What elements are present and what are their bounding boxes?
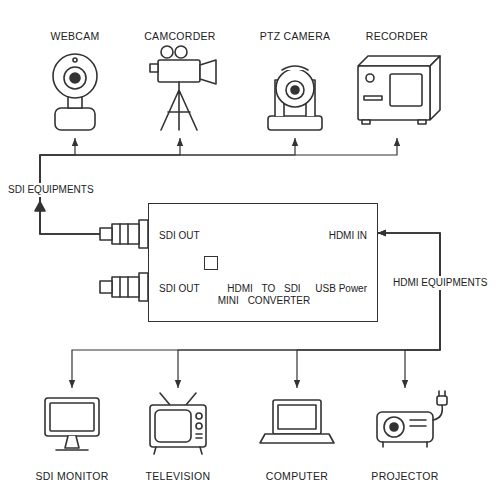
device-label: CAMCORDER <box>144 30 216 43</box>
device-label: PROJECTOR <box>371 470 438 483</box>
group-label: HDMI EQUIPMENTS <box>391 276 489 290</box>
television-icon <box>160 393 196 405</box>
device-label: RECORDER <box>366 30 429 43</box>
projector-icon <box>410 420 426 426</box>
bnc-connector <box>139 273 148 301</box>
monitor-icon <box>45 398 99 436</box>
device-node: WEBCAM <box>29 30 121 138</box>
monitor-icon <box>45 398 99 450</box>
television-icon <box>196 413 202 419</box>
camcorder-icon <box>161 82 197 130</box>
bnc-connector <box>100 273 148 301</box>
camcorder-icon <box>161 46 173 58</box>
laptop-icon <box>260 434 334 443</box>
webcam-icon <box>64 67 86 89</box>
bnc-connector <box>100 281 112 293</box>
television-icon <box>196 423 202 429</box>
projector-icon <box>433 405 442 420</box>
ptz-camera-icon <box>282 66 308 70</box>
laptop-icon <box>278 405 316 429</box>
bnc-connector <box>120 277 128 297</box>
recorder-icon <box>358 56 440 66</box>
recorder-icon <box>358 56 440 124</box>
converter-title-box: HDMI TO SDI MINI CONVERTER <box>204 256 218 270</box>
device-node: CAMCORDER <box>134 30 226 138</box>
device-node: COMPUTER <box>251 388 343 483</box>
device-node: PTZ CAMERA <box>249 30 341 138</box>
ptz-camera-icon <box>268 116 322 130</box>
device-label: PTZ CAMERA <box>260 30 331 43</box>
converter-box: HDMI TO SDI MINI CONVERTER SDI OUT SDI OUT… <box>148 203 378 322</box>
recorder-icon <box>364 96 382 100</box>
recorder-icon <box>358 66 430 120</box>
television-icon <box>154 447 202 454</box>
webcam-icon <box>55 108 95 130</box>
camcorder-icon <box>175 46 187 58</box>
device-label: WEBCAM <box>50 30 99 43</box>
monitor-icon <box>50 403 94 431</box>
recorder-icon <box>418 120 426 124</box>
recorder-icon <box>390 74 422 106</box>
bnc-connector <box>120 224 128 244</box>
device-label: COMPUTER <box>266 470 328 483</box>
camcorder-icon <box>150 46 216 130</box>
device-label: SDI MONITOR <box>35 470 108 483</box>
webcam-icon <box>53 54 97 130</box>
port-label: SDI OUT <box>159 283 200 295</box>
projector-icon <box>384 417 404 437</box>
monitor-icon <box>65 436 79 448</box>
bnc-connector <box>139 220 148 248</box>
webcam-icon <box>70 73 80 83</box>
television-icon <box>155 410 191 442</box>
recorder-icon <box>430 56 440 120</box>
bnc-connector <box>112 277 139 297</box>
signal-connector <box>378 233 440 388</box>
television-icon <box>196 434 202 438</box>
recorder-icon <box>366 74 374 82</box>
projector-icon <box>377 391 447 447</box>
bnc-connector <box>112 224 139 244</box>
port-label: USB Power <box>315 283 367 295</box>
projector-icon <box>390 423 398 431</box>
laptop-icon <box>273 400 321 434</box>
camcorder-icon <box>150 64 158 72</box>
bnc-connector <box>100 220 148 248</box>
projector-icon <box>383 442 427 447</box>
television-icon <box>150 393 206 454</box>
converter-title: HDMI TO SDI MINI CONVERTER <box>215 283 313 307</box>
port-label: HDMI IN <box>329 230 367 242</box>
bnc-connector <box>100 228 112 240</box>
device-node: PROJECTOR <box>360 388 450 483</box>
projector-icon <box>437 396 447 405</box>
projector-icon <box>439 391 445 396</box>
port-label: SDI OUT <box>159 230 200 242</box>
device-node: SDI MONITOR <box>26 388 118 483</box>
projector-icon <box>377 412 433 442</box>
webcam-icon <box>73 58 77 62</box>
television-icon <box>150 405 206 447</box>
laptop-icon <box>260 400 334 443</box>
device-label: TELEVISION <box>146 470 211 483</box>
device-node: TELEVISION <box>132 388 224 483</box>
webcam-icon <box>53 54 97 98</box>
group-label: SDI EQUIPMENTS <box>6 183 96 197</box>
ptz-camera-icon <box>286 81 304 99</box>
direction-arrow <box>35 202 45 211</box>
camcorder-icon <box>200 60 216 84</box>
recorder-icon <box>362 120 370 124</box>
ptz-camera-icon <box>268 66 322 130</box>
monitor-icon <box>56 449 88 451</box>
ptz-camera-icon <box>291 86 299 94</box>
ptz-camera-icon <box>276 69 314 107</box>
camcorder-icon <box>158 60 200 82</box>
device-node: RECORDER <box>349 30 445 138</box>
